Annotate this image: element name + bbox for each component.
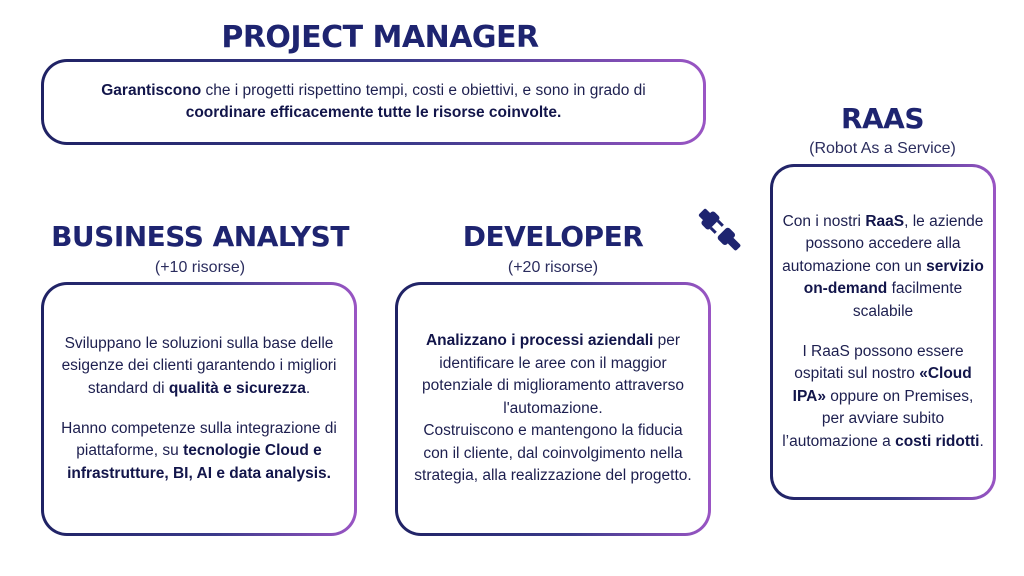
developer-card: Analizzano i processi aziendali per iden…: [395, 282, 711, 536]
developer-count: (+20 risorse): [507, 259, 599, 276]
project-manager-card: Garantiscono che i progetti rispettino t…: [41, 59, 706, 145]
project-manager-title: PROJECT MANAGER: [221, 20, 539, 55]
project-manager-description: Garantiscono che i progetti rispettino t…: [101, 81, 646, 121]
raas-paragraph-1: Con i nostri RaaS, le aziende possono ac…: [782, 212, 984, 320]
business-analyst-card: Sviluppano le soluzioni sulla base delle…: [41, 282, 357, 536]
plug-socket-icon: [698, 208, 741, 251]
raas-title: RAAS: [840, 102, 925, 135]
business-analyst-title: BUSINESS ANALYST: [51, 220, 349, 253]
raas-subtitle: (Robot As a Service): [809, 140, 956, 157]
developer-title: DEVELOPER: [462, 220, 644, 253]
developer-paragraph-1: Analizzano i processi aziendali per iden…: [422, 332, 684, 417]
business-analyst-paragraph-2: Hanno competenze sulla integrazione di p…: [61, 420, 337, 482]
raas-card: Con i nostri RaaS, le aziende possono ac…: [770, 164, 996, 500]
business-analyst-paragraph-1: Sviluppano le soluzioni sulla base delle…: [61, 334, 337, 397]
raas-paragraph-2: I RaaS possono essere ospitati sul nostr…: [782, 343, 984, 450]
business-analyst-count: (+10 risorse): [154, 259, 246, 276]
developer-paragraph-2: Costruiscono e mantengono la fiducia con…: [414, 422, 692, 485]
